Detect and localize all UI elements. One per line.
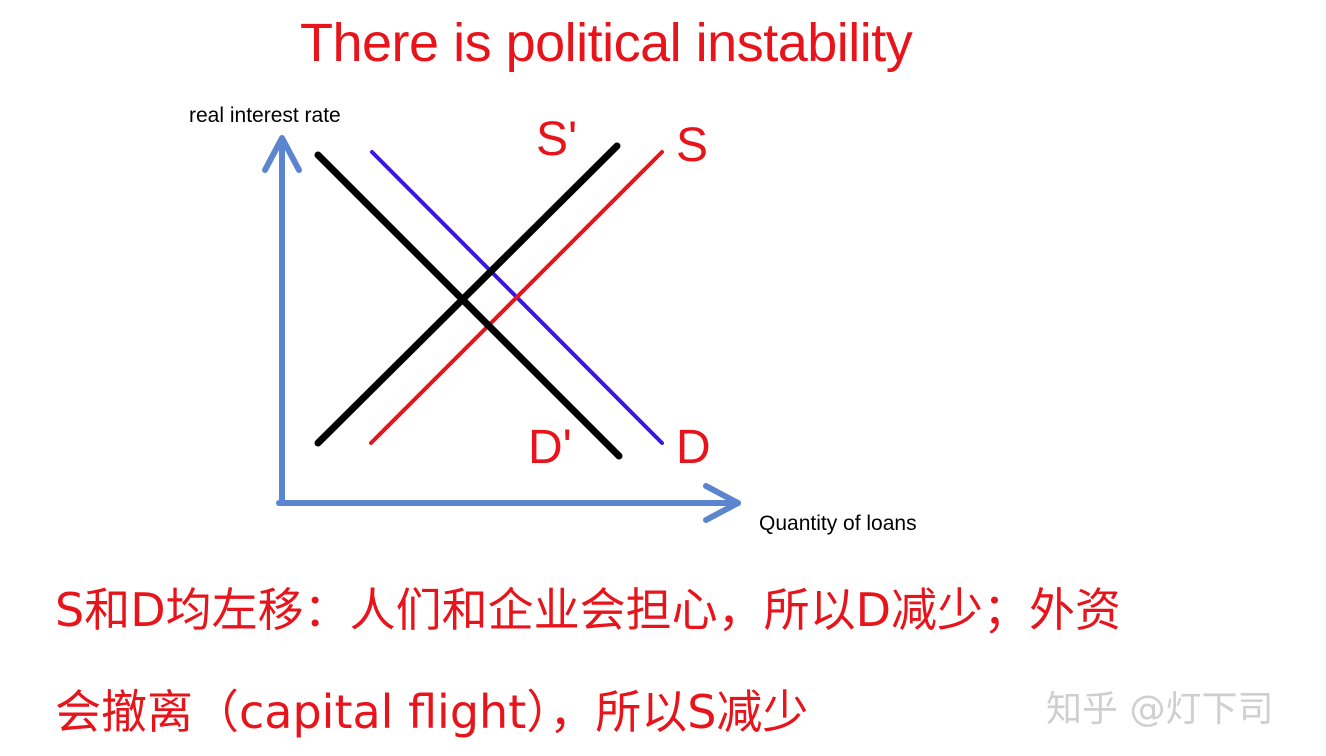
diagram-title: There is political instability [300,13,913,73]
axes [262,135,741,523]
x-axis-arrowhead [703,483,741,523]
supply-curve-s-shifted [314,142,621,447]
supply-curve-s [369,150,664,445]
caption-line-2: 会撤离（capital flight），所以S减少 [55,685,809,739]
watermark: 知乎 @灯下司 [1046,689,1274,730]
label-s: S [676,119,709,172]
demand-curve-d-shifted [314,151,623,460]
label-s-shifted: S' [536,113,578,166]
y-axis-arrowhead [262,135,302,173]
label-d: D [676,421,711,474]
y-axis-label: real interest rate [189,104,341,127]
caption-line-1: S和D均左移：人们和企业会担心，所以D减少；外资 [55,583,1122,637]
label-d-shifted: D' [528,421,572,474]
x-axis-label: Quantity of loans [759,512,917,535]
